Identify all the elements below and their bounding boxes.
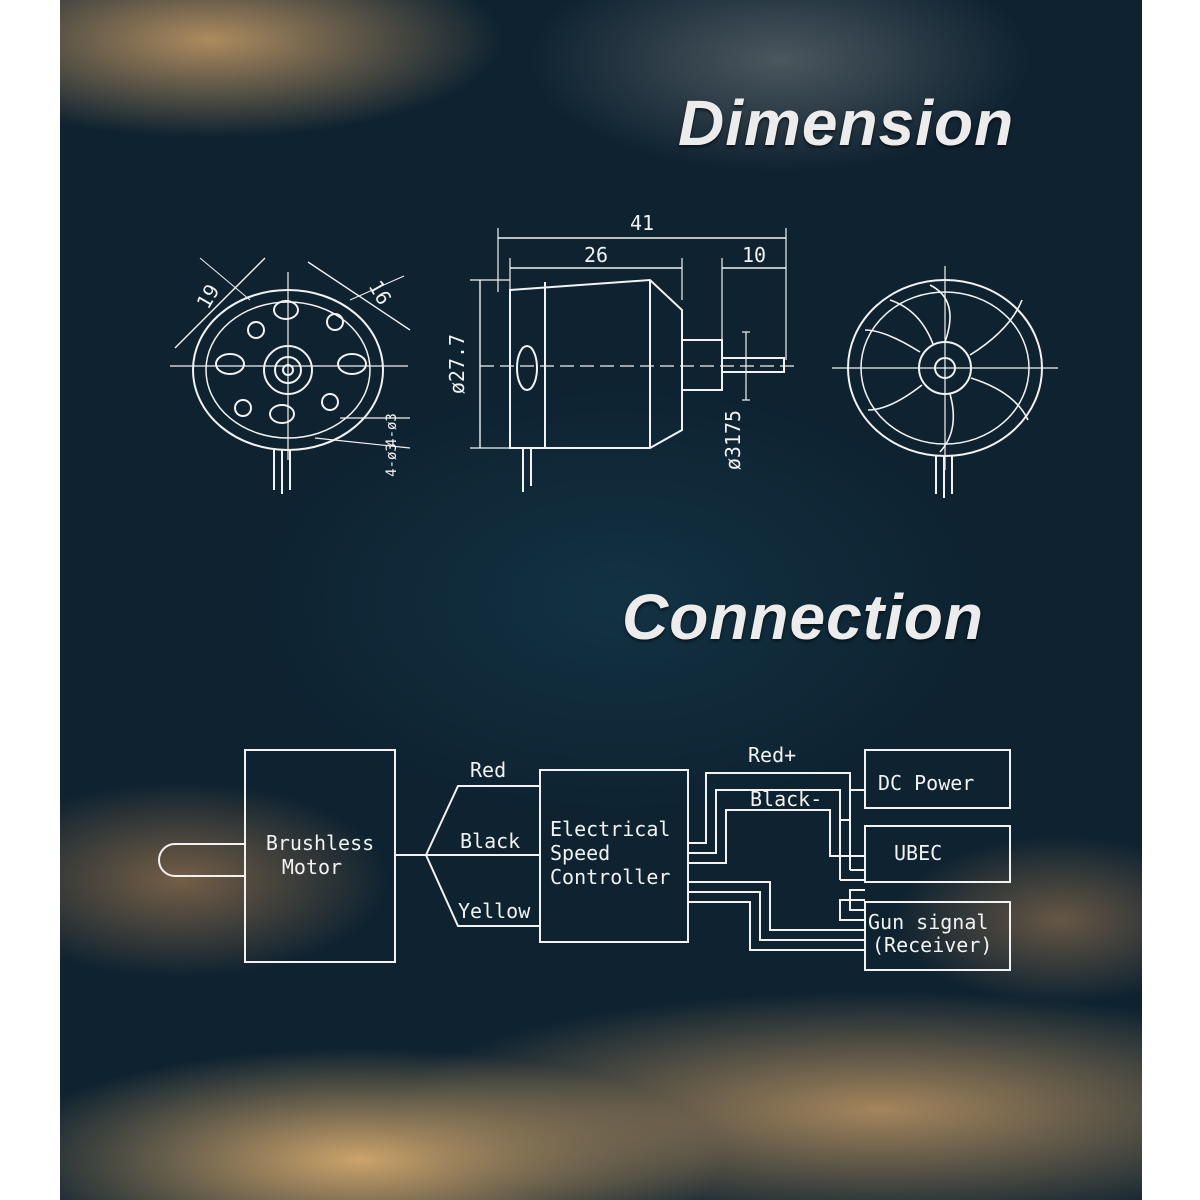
- technical-drawing: 41 26 10 ø27.7 ø3175 19 16 4-ø3 4-ø3 Bru…: [158, 211, 1058, 971]
- power-negative-label: Black-: [750, 787, 822, 811]
- dim-shaft-diameter: ø3175: [721, 410, 745, 470]
- esc-block: [539, 769, 689, 943]
- dc-power-block: [864, 749, 1011, 809]
- dim-hole-a: 4-ø3: [384, 413, 400, 447]
- motor-label-line1: Brushless: [266, 831, 374, 855]
- dim-length-total: 41: [630, 211, 654, 235]
- front-mount-hole: [321, 393, 339, 411]
- dim-diameter: ø27.7: [445, 334, 469, 394]
- wire-label-yellow: Yellow: [458, 899, 531, 923]
- dim-mount-a: 19: [192, 280, 225, 313]
- motor-side-view: [470, 228, 800, 492]
- dim-shaft-length: 10: [742, 243, 766, 267]
- dim-body-length: 26: [584, 243, 608, 267]
- wire-red: [425, 785, 540, 856]
- ubec-block: [864, 825, 1011, 883]
- receiver-block: [864, 901, 1011, 971]
- motor-front-view: [170, 257, 411, 494]
- wire-label-red: Red: [470, 758, 506, 782]
- connection-diagram: [158, 749, 1011, 971]
- wire-label-black: Black: [460, 829, 520, 853]
- dc-power-label: DC Power: [878, 771, 974, 795]
- product-panel: Dimension Connection: [60, 0, 1142, 1200]
- side-motor-body: [509, 278, 683, 449]
- dimension-title: Dimension: [678, 87, 1015, 159]
- front-mount-hole: [247, 321, 265, 339]
- motor-rear-view: [832, 266, 1058, 498]
- side-bearing: [681, 339, 723, 391]
- power-positive-label: Red+: [748, 743, 796, 767]
- wire-yellow: [425, 854, 540, 927]
- motor-label-line2: Motor: [282, 855, 342, 879]
- ubec-label: UBEC: [894, 841, 942, 865]
- esc-label-line2: Speed: [550, 841, 610, 865]
- connection-title: Connection: [622, 581, 984, 653]
- gun-signal-label-line2: (Receiver): [872, 933, 992, 957]
- side-shaft: [721, 357, 785, 373]
- gun-signal-label-line1: Gun signal: [868, 910, 988, 934]
- esc-label-line1: Electrical: [550, 817, 670, 841]
- front-mount-hole: [234, 399, 252, 417]
- front-mount-hole: [326, 313, 344, 331]
- dim-hole-b: 4-ø3: [384, 443, 400, 477]
- esc-label-line3: Controller: [550, 865, 670, 889]
- motor-shaft: [158, 843, 245, 877]
